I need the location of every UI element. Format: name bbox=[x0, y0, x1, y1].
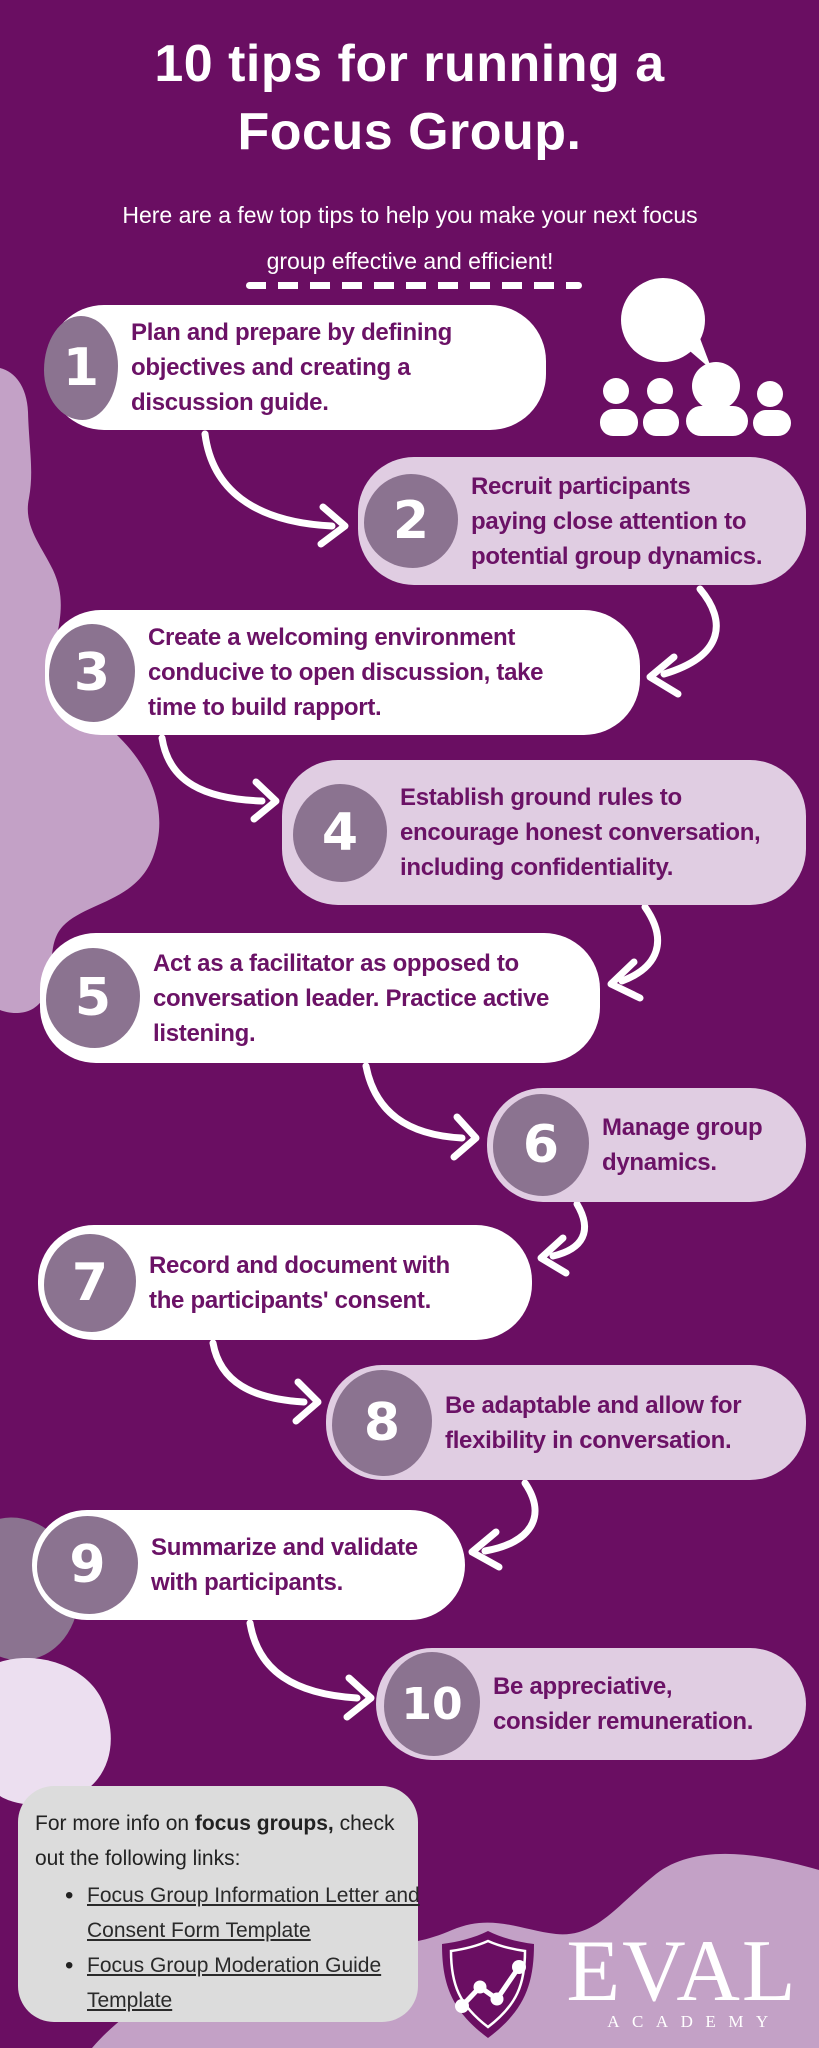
tip-card-7: 7 Record and document with the participa… bbox=[38, 1225, 532, 1340]
shield-line-chart-icon bbox=[442, 1931, 534, 2038]
tip-number: 5 bbox=[46, 948, 140, 1048]
dashed-divider bbox=[246, 282, 582, 289]
tip-number: 7 bbox=[44, 1233, 136, 1332]
arrow-8-to-9 bbox=[468, 1479, 539, 1571]
arrow-5-to-6 bbox=[362, 1062, 480, 1161]
footer-intro-prefix: For more info on bbox=[35, 1812, 195, 1835]
arrow-7-to-8 bbox=[209, 1339, 322, 1425]
logo-brand-text: EVAL bbox=[566, 1923, 798, 2020]
tip-card-4: 4 Establish ground rules to encourage ho… bbox=[282, 760, 806, 905]
page-subtitle: Here are a few top tips to help you make… bbox=[122, 202, 698, 274]
footer-info-box: For more info on focus groups, check out… bbox=[18, 1786, 420, 2022]
arrow-2-to-3 bbox=[646, 585, 720, 698]
tip-card-1: 1 Plan and prepare by defining objective… bbox=[44, 305, 546, 430]
arrow-9-to-10 bbox=[246, 1619, 375, 1721]
footer-intro: For more info on focus groups, check out… bbox=[35, 1806, 404, 1876]
tip-number: 10 bbox=[384, 1652, 480, 1756]
tip-number: 4 bbox=[293, 783, 387, 882]
footer-intro-bold: focus groups, bbox=[194, 1812, 334, 1835]
tip-card-9: 9 Summarize and validate with participan… bbox=[32, 1510, 465, 1620]
footer-link-item: Focus Group Moderation Guide Template bbox=[35, 1948, 427, 2018]
tip-text: Manage group dynamics. bbox=[602, 1114, 763, 1176]
arrow-3-to-4 bbox=[158, 734, 280, 823]
tip-number: 9 bbox=[37, 1516, 138, 1614]
tip-text: Be adaptable and allow for flexibility i… bbox=[445, 1391, 742, 1454]
tip-text: Act as a facilitator as opposed to conve… bbox=[153, 949, 550, 1047]
tip-text: Plan and prepare by defining objectives … bbox=[131, 319, 452, 416]
tip-text: Establish ground rules to encourage hone… bbox=[400, 784, 761, 881]
page-title-line1: 10 tips for running a bbox=[154, 35, 665, 93]
tip-text: Summarize and validate with participants… bbox=[151, 1534, 418, 1596]
footer-intro-suffix: check out the following links: bbox=[35, 1812, 395, 1870]
tip-card-6: 6 Manage group dynamics. bbox=[487, 1088, 806, 1202]
footer-link-consent-form-template[interactable]: Focus Group Information Letter and Conse… bbox=[87, 1884, 420, 1942]
page-title: 10 tips for running a Focus Group. bbox=[0, 30, 819, 166]
logo-brand-subtext: ACADEMY bbox=[607, 2012, 781, 2031]
tip-card-5: 5 Act as a facilitator as opposed to con… bbox=[40, 933, 600, 1063]
speech-bubble-people-group-icon bbox=[600, 278, 791, 436]
tip-card-2: 2 Recruit participants paying close atte… bbox=[358, 457, 806, 585]
left-blob bbox=[0, 368, 160, 1014]
tip-text: Create a welcoming environment conducive… bbox=[148, 624, 544, 721]
tip-text: Recruit participants paying close attent… bbox=[471, 472, 763, 570]
tip-number: 2 bbox=[364, 474, 458, 568]
tip-number: 6 bbox=[493, 1094, 589, 1196]
tip-number: 3 bbox=[49, 623, 135, 722]
footer-link-item: Focus Group Information Letter and Conse… bbox=[35, 1878, 427, 1948]
arrow-6-to-7 bbox=[537, 1200, 589, 1277]
arrow-1-to-2 bbox=[201, 430, 349, 548]
tip-card-3: 3 Create a welcoming environment conduci… bbox=[45, 610, 640, 735]
tip-card-8: 8 Be adaptable and allow for flexibility… bbox=[326, 1365, 806, 1480]
tip-card-10: 10 Be appreciative, consider remuneratio… bbox=[376, 1648, 806, 1760]
tip-number: 8 bbox=[332, 1369, 432, 1476]
pink-blob bbox=[0, 1658, 111, 1805]
footer-link-moderation-guide-template[interactable]: Focus Group Moderation Guide Template bbox=[87, 1954, 382, 2012]
page-title-line2: Focus Group. bbox=[237, 103, 582, 161]
tip-text: Record and document with the participant… bbox=[149, 1251, 450, 1314]
tip-number: 1 bbox=[44, 315, 118, 420]
tip-text: Be appreciative, consider remuneration. bbox=[493, 1673, 754, 1735]
footer-links: Focus Group Information Letter and Conse… bbox=[35, 1878, 420, 2018]
arrow-4-to-5 bbox=[607, 903, 662, 1002]
